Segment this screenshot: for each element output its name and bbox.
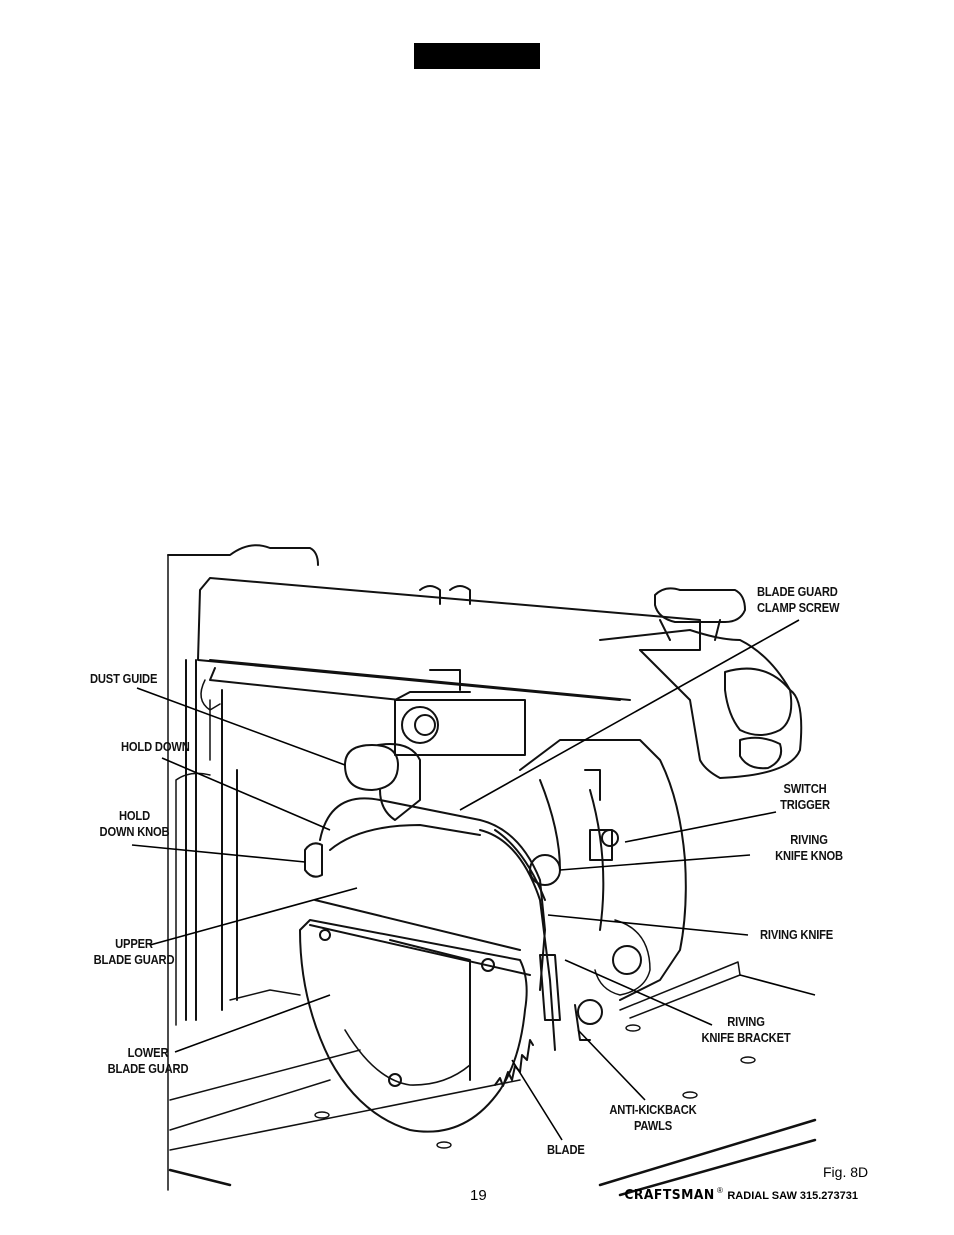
brand-name: CRAFTSMAN xyxy=(624,1188,714,1203)
callout-text: UPPER xyxy=(86,936,182,952)
callout-text: ANTI-KICKBACK xyxy=(602,1102,703,1118)
callout-text: RIVING xyxy=(694,1014,797,1030)
callout-blade: BLADE xyxy=(547,1142,585,1158)
callout-text: LOWER xyxy=(100,1045,196,1061)
callout-text: BLADE GUARD xyxy=(86,952,182,968)
callout-text: HOLD xyxy=(89,808,179,824)
callout-upper-blade-guard: UPPER BLADE GUARD xyxy=(86,936,182,968)
figure-label: Fig. 8D xyxy=(823,1164,868,1180)
callout-text: DOWN KNOB xyxy=(89,824,179,840)
callout-riving-knife: RIVING KNIFE xyxy=(760,927,833,943)
callout-text: PAWLS xyxy=(602,1118,703,1134)
callout-text: TRIGGER xyxy=(766,797,843,813)
callout-lower-blade-guard: LOWER BLADE GUARD xyxy=(100,1045,196,1077)
callout-riving-knife-knob: RIVING KNIFE KNOB xyxy=(762,832,857,864)
callout-riving-knife-bracket: RIVING KNIFE BRACKET xyxy=(694,1014,797,1046)
callout-text: BLADE xyxy=(547,1142,585,1158)
callout-blade-guard-clamp-screw: BLADE GUARD CLAMP SCREW xyxy=(757,584,839,616)
callout-text: BLADE GUARD xyxy=(100,1061,196,1077)
callout-text: RIVING KNIFE xyxy=(760,927,833,943)
callout-text: KNIFE BRACKET xyxy=(694,1030,797,1046)
callout-text: CLAMP SCREW xyxy=(757,600,839,616)
callout-hold-down-knob: HOLD DOWN KNOB xyxy=(89,808,179,840)
callout-text: DUST GUIDE xyxy=(90,671,157,687)
callout-switch-trigger: SWITCH TRIGGER xyxy=(766,781,843,813)
callout-text: HOLD DOWN xyxy=(121,739,190,755)
callout-anti-kickback-pawls: ANTI-KICKBACK PAWLS xyxy=(602,1102,703,1134)
callout-text: KNIFE KNOB xyxy=(762,848,857,864)
callout-text: BLADE GUARD xyxy=(757,584,839,600)
callout-text: RIVING xyxy=(762,832,857,848)
product-name: RADIAL SAW 315.273731 xyxy=(727,1190,858,1202)
page-number: 19 xyxy=(470,1187,487,1204)
callout-dust-guide: DUST GUIDE xyxy=(90,671,157,687)
footer-brand-line: CRAFTSMAN® RADIAL SAW 315.273731 xyxy=(622,1186,858,1204)
callout-text: SWITCH xyxy=(766,781,843,797)
callout-hold-down: HOLD DOWN xyxy=(121,739,190,755)
registered-mark: ® xyxy=(717,1186,723,1195)
